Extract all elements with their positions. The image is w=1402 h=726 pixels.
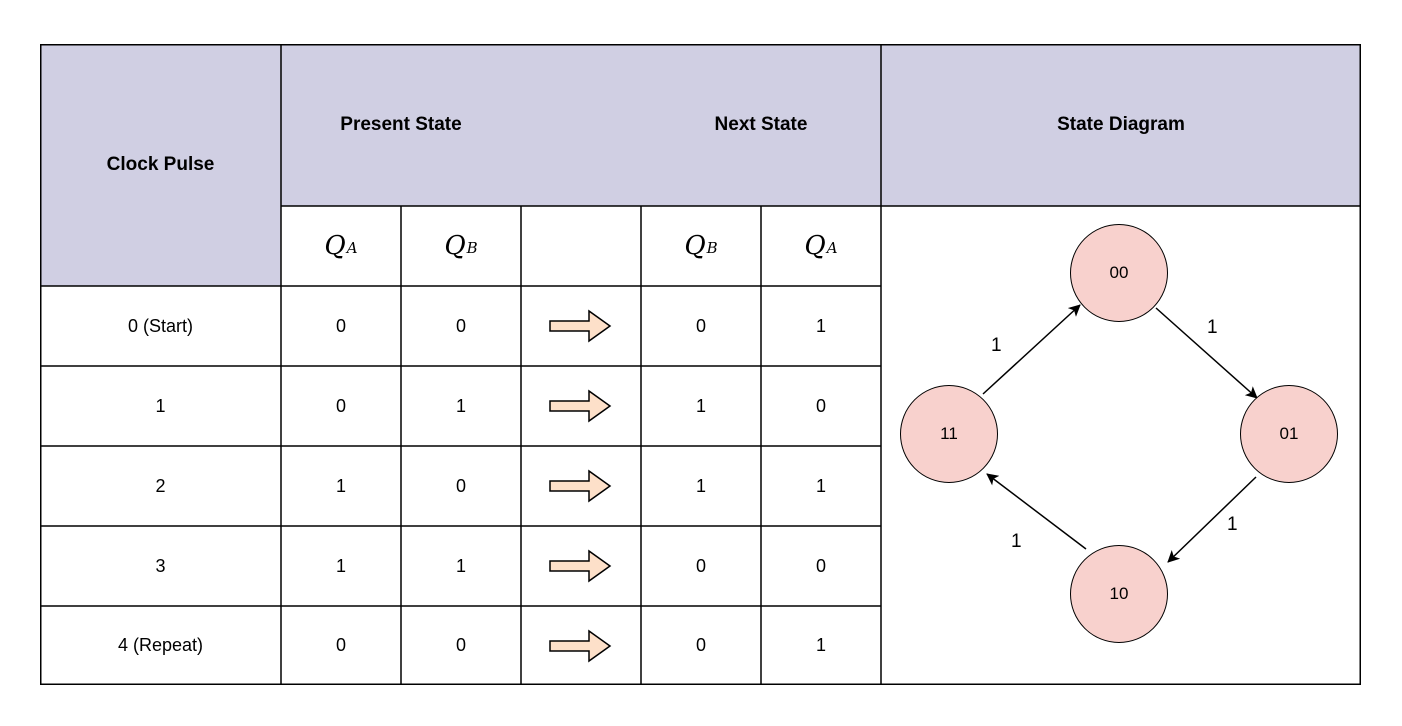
clock-pulse-header: Clock Pulse <box>40 44 281 286</box>
table-row-0-qa: 0 <box>281 286 401 366</box>
table-row-3-clock: 3 <box>40 526 281 606</box>
right-arrow-icon <box>549 629 612 663</box>
table-row-3-qa: 1 <box>281 526 401 606</box>
next-qa-base: Q <box>804 231 826 261</box>
present-qa-base: Q <box>324 231 346 261</box>
edge-00-01 <box>1155 307 1258 399</box>
table-row-1-qa: 0 <box>281 366 401 446</box>
table-row-4-next-qb: 0 <box>641 606 761 685</box>
state-node-01: 01 <box>1240 385 1338 483</box>
row-3-qb-text: 1 <box>455 555 466 576</box>
row-4-qb-text: 0 <box>455 635 466 655</box>
clock-pulse-header-label: Clock Pulse <box>106 154 215 175</box>
table-row-2-next-qa: 1 <box>761 446 881 526</box>
table-row-0-qb: 0 <box>401 286 521 366</box>
next-state-header-label: Next State <box>714 114 808 135</box>
row-1-clock-text: 1 <box>155 395 166 416</box>
row-1-next-qa-text: 0 <box>815 395 826 416</box>
row-2-qa-text: 1 <box>335 475 346 496</box>
row-3-next-qa-text: 0 <box>815 555 826 576</box>
table-row-2-qb: 0 <box>401 446 521 526</box>
table-row-2-next-qb: 1 <box>641 446 761 526</box>
table-row-3-next-qa: 0 <box>761 526 881 606</box>
arrow-col-header <box>521 44 641 206</box>
right-arrow-icon <box>549 389 612 423</box>
arrow-column <box>549 309 612 663</box>
row-2-next-qa-text: 1 <box>815 475 826 496</box>
row-0-next-qa-text: 1 <box>815 315 826 336</box>
table-row-3-qb: 1 <box>401 526 521 606</box>
state-node-10-label: 10 <box>1109 584 1129 603</box>
right-arrow-icon <box>549 549 612 583</box>
present-state-header: Present State <box>281 44 521 206</box>
table-row-4-qb: 0 <box>401 606 521 685</box>
next-qa-sub: A <box>826 239 838 257</box>
table-row-2-clock: 2 <box>40 446 281 526</box>
table-row-4-qa: 0 <box>281 606 401 685</box>
state-node-00-label: 00 <box>1109 263 1129 282</box>
state-node-01-label: 01 <box>1279 424 1299 443</box>
present-state-header-label: Present State <box>340 114 462 135</box>
table-row-1-next-qb: 1 <box>641 366 761 446</box>
right-arrow-icon <box>549 469 612 503</box>
row-3-qa-text: 1 <box>335 555 346 576</box>
next-qb-sub: B <box>706 239 718 257</box>
next-qb-base: Q <box>684 231 706 261</box>
row-4-next-qb-text: 0 <box>695 635 706 655</box>
edge-label-00-01: 1 <box>1207 317 1218 338</box>
table-row-1-next-qa: 0 <box>761 366 881 446</box>
table-row-2-qa: 1 <box>281 446 401 526</box>
right-arrow-icon <box>549 309 612 343</box>
edge-10-11 <box>986 473 1087 550</box>
row-4-clock-text: 4 (Repeat) <box>117 635 204 655</box>
row-0-clock-text: 0 (Start) <box>127 315 193 336</box>
table-row-4-next-qa: 1 <box>761 606 881 685</box>
row-1-qb-text: 1 <box>455 395 466 416</box>
edge-label-10-11: 1 <box>1011 531 1022 552</box>
edge-label-11-00: 1 <box>991 335 1002 356</box>
row-2-next-qb-text: 1 <box>695 475 706 496</box>
table-row-4-clock: 4 (Repeat) <box>40 606 281 685</box>
state-node-11-label: 11 <box>940 424 958 443</box>
row-1-qa-text: 0 <box>335 395 346 416</box>
state-node-11: 11 <box>900 385 998 483</box>
grid-lines <box>40 44 1361 685</box>
row-2-qb-text: 0 <box>455 475 466 496</box>
present-qa-sub: A <box>346 239 358 257</box>
edge-01-10 <box>1167 476 1257 563</box>
state-diagram-header-label: State Diagram <box>1057 114 1185 135</box>
row-4-qa-text: 0 <box>335 635 346 655</box>
edge-11-00 <box>982 304 1081 395</box>
present-qb-sub: B <box>466 239 478 257</box>
edge-label-01-10: 1 <box>1227 514 1238 535</box>
row-0-qb-text: 0 <box>455 315 466 336</box>
state-diagram-header: State Diagram <box>881 44 1361 206</box>
table-grid <box>40 44 1361 685</box>
diagram-edges <box>982 304 1258 563</box>
state-node-00: 00 <box>1070 224 1168 322</box>
present-qb-base: Q <box>444 231 466 261</box>
row-4-next-qa-text: 1 <box>815 635 826 655</box>
row-3-clock-text: 3 <box>155 555 166 576</box>
table-row-3-next-qb: 0 <box>641 526 761 606</box>
table-row-0-next-qb: 0 <box>641 286 761 366</box>
table-row-0-clock: 0 (Start) <box>40 286 281 366</box>
state-table: Clock Pulse Present State Next State Sta… <box>40 44 1361 685</box>
row-1-next-qb-text: 1 <box>695 395 706 416</box>
table-row-0-next-qa: 1 <box>761 286 881 366</box>
row-0-qa-text: 0 <box>335 315 346 336</box>
next-state-header: Next State <box>641 44 881 206</box>
table-row-1-clock: 1 <box>40 366 281 446</box>
row-2-clock-text: 2 <box>155 475 166 496</box>
row-3-next-qb-text: 0 <box>695 555 706 576</box>
table-row-1-qb: 1 <box>401 366 521 446</box>
state-node-10: 10 <box>1070 545 1168 643</box>
row-0-next-qb-text: 0 <box>695 315 706 336</box>
